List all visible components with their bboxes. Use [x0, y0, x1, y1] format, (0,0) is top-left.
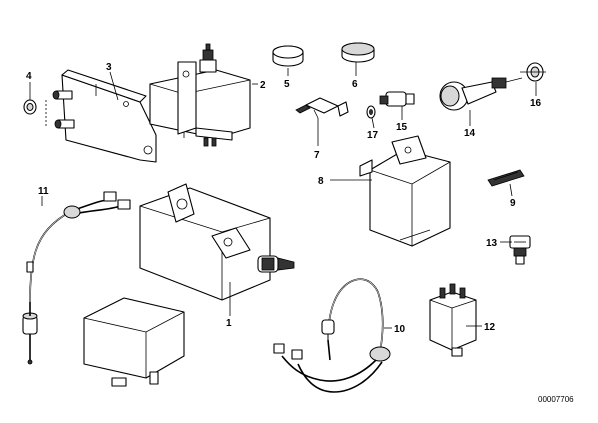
part-12-relay: [429, 283, 477, 357]
part-10-cable-sensor: [273, 278, 391, 393]
callout-3: 3: [106, 62, 112, 73]
part-9-pin: [487, 169, 525, 187]
callout-14: 14: [464, 128, 476, 139]
callout-2: 2: [260, 80, 266, 91]
callout-4: 4: [26, 71, 32, 82]
part-4-nut-and-bolts: [23, 90, 75, 129]
callout-1: 1: [226, 318, 232, 329]
part-13-switch: [509, 235, 531, 265]
part-7-sensor: [295, 97, 349, 119]
callout-labels: 4 3 2 5 6 7 17 15 14 16 8 9 13 11 1 10 1…: [26, 62, 574, 404]
callout-17: 17: [367, 130, 379, 141]
callout-8: 8: [318, 176, 324, 187]
callout-16: 16: [530, 98, 542, 109]
document-number: 00007706: [538, 395, 574, 404]
leader-lines: [29, 62, 537, 329]
part-6-cap: [341, 42, 375, 63]
part-1-main-unit: [139, 183, 295, 301]
callout-5: 5: [284, 79, 290, 90]
part-14-pressure-switch: [439, 77, 523, 111]
part-2-module: [149, 43, 251, 147]
relay-box: [83, 297, 185, 387]
callout-15: 15: [396, 122, 408, 133]
callout-10: 10: [394, 324, 406, 335]
part-17-washer: [366, 105, 376, 119]
part-15-sensor: [379, 91, 415, 107]
part-16-nut: [520, 62, 546, 82]
part-5-cap: [272, 45, 304, 67]
callout-9: 9: [510, 198, 516, 209]
callout-11: 11: [38, 186, 49, 197]
part-11-cable-sensor: [22, 191, 131, 365]
part-8-control-unit: [359, 135, 451, 247]
callout-13: 13: [486, 238, 498, 249]
callout-7: 7: [314, 150, 320, 161]
part-3-bracket: [61, 69, 157, 163]
callout-12: 12: [484, 322, 496, 333]
callout-6: 6: [352, 79, 358, 90]
